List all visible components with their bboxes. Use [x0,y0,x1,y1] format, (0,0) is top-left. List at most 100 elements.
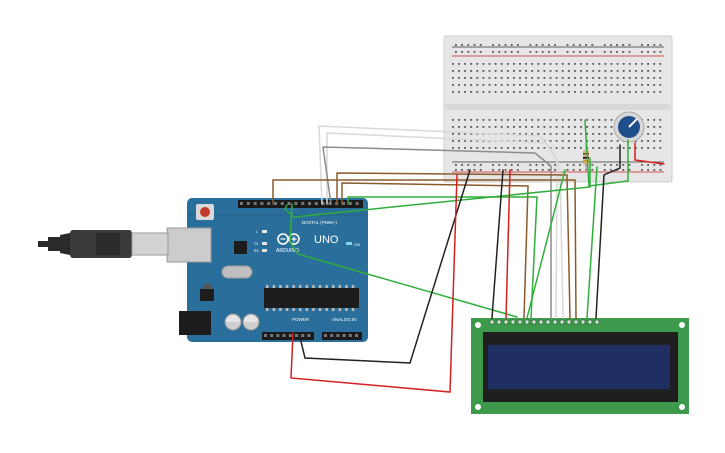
hole [592,84,595,86]
arduino-uno-board[interactable]: ARDUINO UNO DIGITAL (PWM~) ON L TX RX [166,198,368,342]
hole [470,91,473,93]
usb-cable[interactable] [38,230,169,258]
hole [498,164,501,166]
hole [610,133,613,135]
hole [610,44,612,46]
hole [603,44,606,46]
hole [482,91,485,93]
hole [537,63,540,65]
lcd-pin [559,319,565,325]
hole [537,119,540,121]
hole [494,77,497,79]
hole [246,202,250,205]
hole [498,51,501,53]
hole [610,126,613,128]
hole [598,63,601,65]
hole [580,77,582,79]
hole [494,63,497,65]
wire-green-3 [347,196,538,319]
hole [653,44,656,46]
hole [567,119,570,121]
hole [592,77,595,79]
hole [506,70,509,72]
hole [653,70,656,72]
hole [628,147,631,149]
hole [543,63,546,65]
hole [525,133,527,135]
hole [519,126,521,128]
hole [476,126,479,128]
bottom-pins [264,334,358,337]
hole [641,77,643,79]
wire-black-1 [298,169,471,364]
hole [653,77,656,79]
hole [458,77,460,79]
hole [592,147,595,149]
hole [525,70,527,72]
hole [519,63,521,65]
hole [452,133,454,135]
potentiometer[interactable] [613,111,645,143]
hole [294,202,298,205]
hole [555,119,558,121]
hole [628,63,631,65]
hole [653,140,656,142]
hole [541,164,544,166]
hole [476,119,479,121]
hole [541,44,544,46]
hole [549,70,552,72]
hole [492,51,494,53]
usb-port[interactable] [166,227,212,263]
hole [610,84,613,86]
hole [458,147,460,149]
hole [452,119,454,121]
chip-legs [266,285,355,311]
hole [476,91,479,93]
hole [525,84,527,86]
hole [549,147,552,149]
hole [647,169,649,171]
analog-header [322,332,362,340]
hole [543,119,546,121]
hole [519,140,521,142]
hole [579,51,581,53]
hole [525,119,527,121]
hole [464,63,466,65]
hole [504,44,507,46]
hole [535,169,538,171]
hole [513,91,515,93]
dc-power-jack[interactable] [179,311,211,335]
hole [312,285,315,288]
hole [659,63,662,65]
wires [272,119,665,393]
lcd-16x2-module[interactable] [471,318,689,414]
hole [506,147,509,149]
hole [647,51,649,53]
hole [647,164,649,166]
hole [467,169,470,171]
hole [467,51,470,53]
hole [500,70,503,72]
hole [308,202,311,205]
hole [549,126,552,128]
hole [470,84,473,86]
hole [314,202,318,205]
reset-button-cap[interactable] [200,207,210,217]
hole [641,44,643,46]
hole [458,133,460,135]
hole [604,147,607,149]
hole [561,147,564,149]
hole [647,77,649,79]
hole [653,147,656,149]
hole [572,51,575,53]
hole [299,285,302,288]
hole [549,91,552,93]
hole [504,164,507,166]
hole [482,63,485,65]
hole [328,202,332,205]
atmega-microcontroller-chip [264,288,359,308]
hole [566,164,569,166]
hole [653,164,656,166]
hole [628,51,631,53]
hole [567,133,570,135]
